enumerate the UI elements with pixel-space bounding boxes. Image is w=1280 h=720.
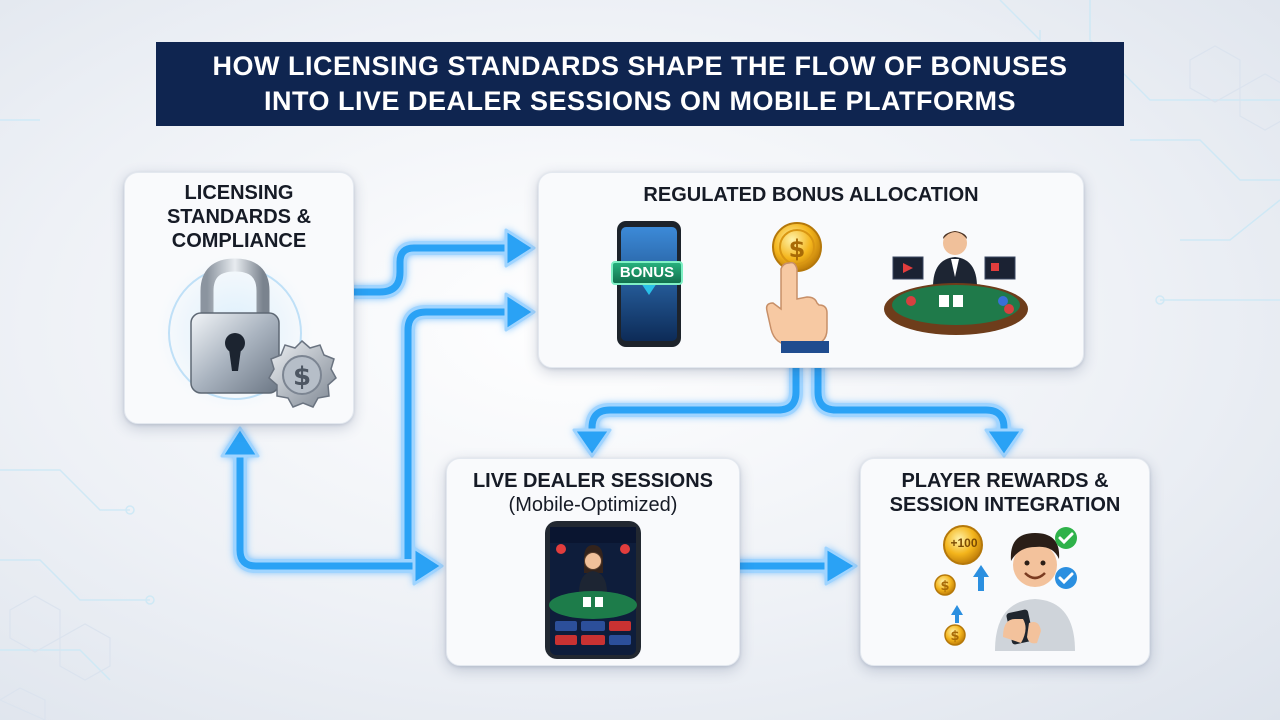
live-dealer-title: LIVE DEALER SESSIONS (Mobile-Optimized)	[472, 470, 714, 516]
mobile-live-dealer-icon	[545, 521, 641, 659]
phone-bonus-badge: BONUS	[611, 261, 683, 285]
dollar-seal-icon: $	[268, 339, 337, 408]
reward-coin-label: +100	[950, 536, 978, 550]
diagram-title: HOW LICENSING STANDARDS SHAPE THE FLOW O…	[156, 42, 1124, 126]
node-live-dealer-sessions: LIVE DEALER SESSIONS (Mobile-Optimized)	[446, 458, 740, 666]
allocation-title: REGULATED BONUS ALLOCATION	[643, 184, 979, 206]
dollar-coin-icon: $	[772, 222, 822, 272]
title-line-1: HOW LICENSING STANDARDS SHAPE THE FLOW O…	[212, 51, 1068, 81]
dealer-table-icon	[884, 231, 1028, 335]
licensing-title: LICENSING STANDARDS & COMPLIANCE	[166, 182, 312, 252]
pointing-hand-icon	[765, 261, 829, 353]
rewards-title: PLAYER REWARDS & SESSION INTEGRATION	[889, 470, 1121, 516]
coins-icon: $ $	[934, 525, 989, 646]
checkmark-icon	[1055, 567, 1077, 589]
node-player-rewards: PLAYER REWARDS & SESSION INTEGRATION $ $…	[860, 458, 1150, 666]
title-line-2: INTO LIVE DEALER SESSIONS ON MOBILE PLAT…	[263, 86, 1017, 116]
node-regulated-bonus-allocation: REGULATED BONUS ALLOCATION BONUS $	[538, 172, 1084, 368]
svg-text:$: $	[940, 579, 949, 594]
svg-text:$: $	[950, 629, 959, 644]
checkmark-icon	[1055, 527, 1077, 549]
svg-text:$: $	[789, 235, 806, 263]
node-licensing: LICENSING STANDARDS & COMPLIANCE	[124, 172, 354, 424]
player-with-phone-icon	[995, 533, 1075, 651]
svg-text:$: $	[293, 362, 311, 392]
